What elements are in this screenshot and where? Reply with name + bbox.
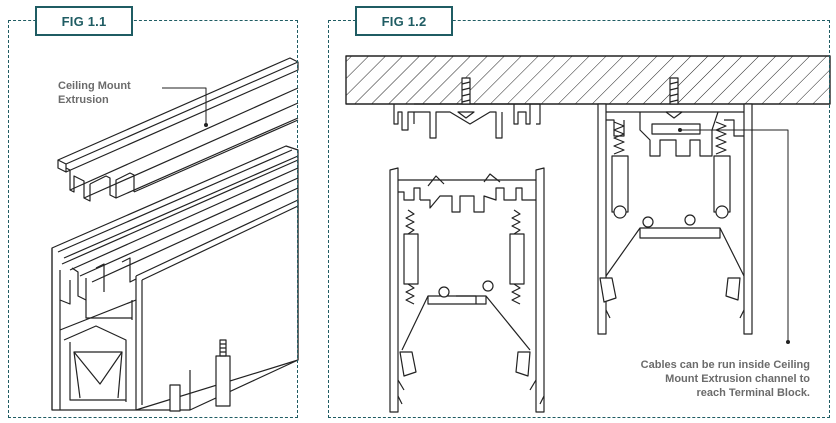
leader-line-cables — [680, 129, 789, 342]
label-line: Extrusion — [58, 94, 109, 106]
leader-line-mount — [162, 87, 207, 124]
ceiling-mount-extrusion-label: Ceiling Mount Extrusion — [58, 79, 131, 107]
left-bracket — [393, 77, 541, 139]
figure-panel-1: FIG 1.1 — [8, 6, 298, 418]
fig1-drawing — [51, 57, 299, 412]
figure-tag: FIG 1.2 — [355, 6, 453, 36]
figure-tag: FIG 1.1 — [35, 6, 133, 36]
ceiling-slab — [345, 55, 831, 105]
cables-note-label: Cables can be run inside Ceiling Mount E… — [588, 358, 810, 400]
fig2-drawing — [345, 55, 831, 413]
figure-panel-2: FIG 1.2 — [328, 6, 830, 418]
label-line: reach Terminal Block. — [696, 387, 810, 399]
lower-housing-part — [51, 145, 299, 412]
label-line: Ceiling Mount — [58, 80, 131, 92]
right-fixture — [597, 77, 753, 335]
label-line: Cables can be run inside Ceiling — [640, 359, 810, 371]
ceiling-mount-extrusion-part — [57, 57, 299, 202]
left-fixture — [389, 167, 545, 413]
label-line: Mount Extrusion channel to — [665, 373, 810, 385]
